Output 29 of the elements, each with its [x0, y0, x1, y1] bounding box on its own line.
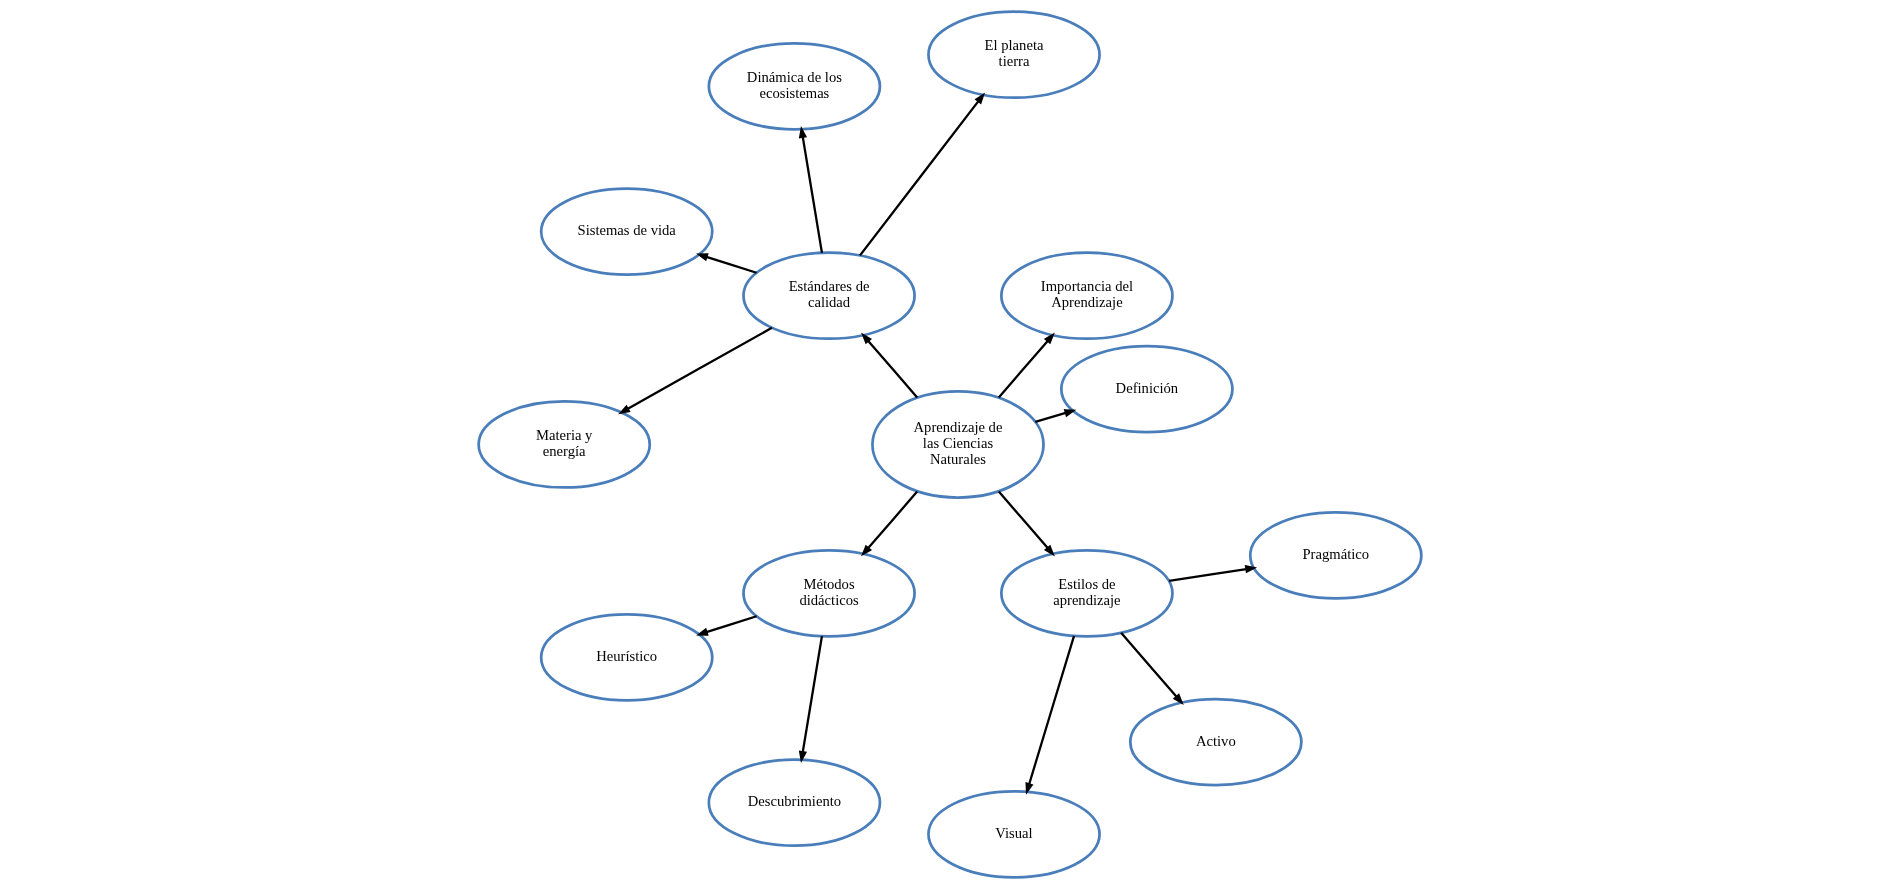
arrow [798, 636, 823, 763]
node-ellipse: Definición [1059, 344, 1234, 434]
arrow [997, 490, 1055, 557]
node-ellipse: Visual [926, 789, 1101, 879]
arrow [695, 615, 757, 636]
node-ellipse: Estilos de aprendizaje [999, 548, 1174, 638]
node-ellipse: El planeta tierra [926, 10, 1101, 100]
node-ellipse: Descubrimiento [707, 758, 881, 848]
arrow [617, 326, 772, 415]
node-ellipse: Métodos didácticos [741, 548, 916, 638]
node-ellipse: Importancia del Aprendizaje [999, 251, 1174, 341]
arrow [1168, 565, 1257, 582]
node-ellipse: Aprendizaje de las Ciencias Naturales [870, 390, 1045, 499]
node-ellipse: Estándares de calidad [741, 251, 916, 341]
arrow [695, 253, 757, 274]
arrow [798, 126, 823, 253]
arrow [1034, 409, 1076, 423]
node-ellipse: Pragmático [1248, 511, 1423, 600]
node-ellipse: Heurístico [539, 613, 714, 702]
arrow [860, 332, 918, 399]
arrow [1119, 632, 1184, 706]
arrow [997, 332, 1055, 399]
arrow [858, 92, 985, 257]
node-ellipse: Materia y energía [476, 400, 651, 489]
arrow [1024, 635, 1075, 795]
node-ellipse: Dinámica de los ecosistemas [707, 41, 881, 131]
arrow [860, 490, 918, 557]
node-ellipse: Sistemas de vida [539, 187, 714, 276]
node-ellipse: Activo [1128, 697, 1303, 787]
